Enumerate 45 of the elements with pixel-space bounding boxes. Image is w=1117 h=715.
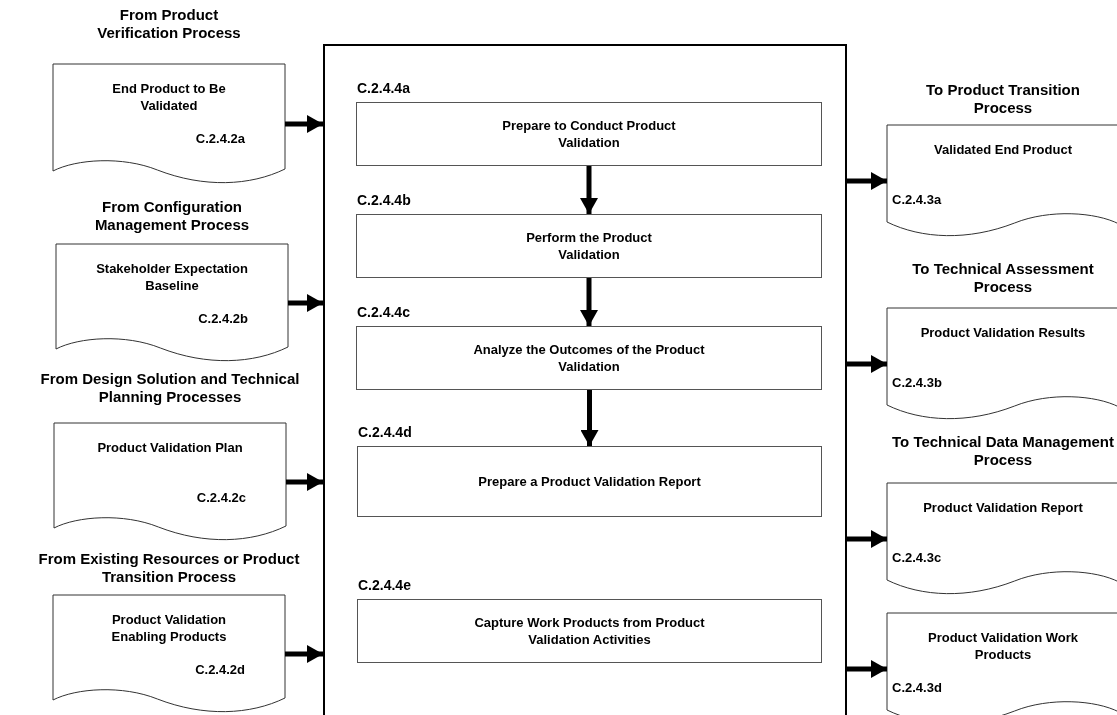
document-title: Product Validation Report <box>922 499 1084 516</box>
document-code: C.2.4.3d <box>892 680 942 696</box>
document-title: End Product to Be Validated <box>111 80 227 114</box>
document-title: Stakeholder Expectation Baseline <box>95 260 249 294</box>
document-code: C.2.4.2b <box>198 311 248 327</box>
step-code: C.2.4.4a <box>357 80 410 97</box>
arrow <box>580 390 599 446</box>
source-heading: To Technical Data Management Process <box>891 433 1115 469</box>
source-heading: From Product Verification Process <box>96 6 242 42</box>
source-heading: From Configuration Management Process <box>93 198 251 234</box>
source-heading: From Design Solution and Technical Planning Processes <box>39 370 301 406</box>
step-code: C.2.4.4d <box>358 424 412 441</box>
document-code: C.2.4.3a <box>892 192 942 208</box>
document-code: C.2.4.2d <box>195 662 245 678</box>
process-box: Analyze the Outcomes of the Product Validation <box>356 326 822 390</box>
document-title: Product Validation Work Products <box>927 629 1079 663</box>
arrow <box>580 166 598 214</box>
process-container <box>323 44 847 715</box>
arrow <box>847 530 887 548</box>
source-heading: To Product Transition Process <box>925 81 1081 117</box>
source-heading: To Technical Assessment Process <box>911 260 1095 296</box>
step-code: C.2.4.4b <box>357 192 411 209</box>
process-box: Capture Work Products from Product Validation Activities <box>357 599 822 663</box>
arrow <box>580 278 598 326</box>
document-code: C.2.4.2a <box>195 131 245 147</box>
document-title: Product Validation Enabling Products <box>110 611 228 645</box>
process-box: Perform the Product Validation <box>356 214 822 278</box>
document-title: Product Validation Plan <box>96 439 244 456</box>
arrow <box>847 355 887 373</box>
document-code: C.2.4.3b <box>892 375 942 391</box>
document-code: C.2.4.3c <box>892 550 942 566</box>
source-heading: From Existing Resources or Product Transition Process <box>37 550 301 586</box>
arrow <box>285 645 323 663</box>
document-title: Product Validation Results <box>919 324 1087 341</box>
arrow <box>847 660 887 678</box>
document-title: Validated End Product <box>933 141 1073 158</box>
arrow <box>288 294 323 312</box>
step-code: C.2.4.4c <box>357 304 410 321</box>
arrow <box>286 473 323 491</box>
step-code: C.2.4.4e <box>358 577 411 594</box>
process-box: Prepare to Conduct Product Validation <box>356 102 822 166</box>
arrow <box>285 115 323 133</box>
process-box: Prepare a Product Validation Report <box>357 446 822 517</box>
document-code: C.2.4.2c <box>196 490 246 506</box>
arrow <box>847 172 887 190</box>
